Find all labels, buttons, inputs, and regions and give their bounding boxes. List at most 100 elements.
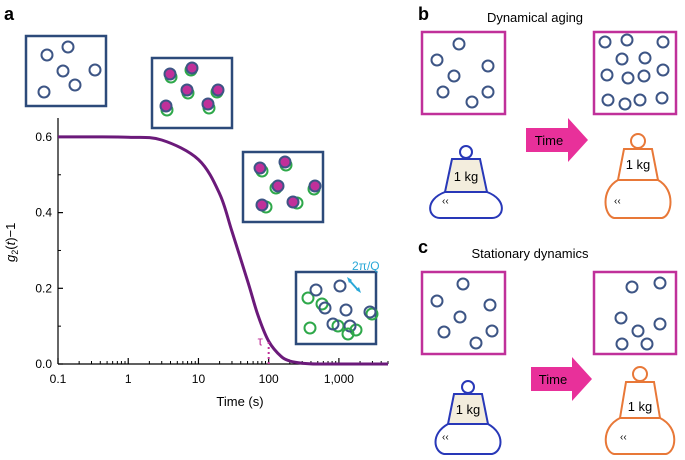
weight-label: 1 kg (456, 402, 481, 417)
particle (485, 324, 499, 338)
particle (618, 97, 632, 111)
particle (598, 35, 612, 49)
weight-ring-icon (630, 133, 646, 149)
particle (614, 311, 628, 325)
weight-before-c: ‹‹ 1 kg (434, 380, 502, 455)
time-arrow-c: Time (531, 357, 592, 401)
particle-pairs (159, 61, 225, 117)
particle (159, 99, 173, 113)
inset-box-3 (241, 150, 325, 224)
weight-mark-icon: ‹‹ (614, 196, 621, 207)
x-tick-label: 1 (125, 372, 132, 386)
y-label-g: g (3, 254, 18, 262)
particle (437, 325, 451, 339)
particle (163, 67, 177, 81)
particle (185, 61, 199, 75)
weight-base-icon (434, 423, 502, 455)
y-label-sub: 2 (10, 250, 20, 255)
weight-label: 1 kg (628, 399, 653, 414)
particle (318, 301, 332, 315)
displaced-particle (365, 307, 379, 321)
time-arrow-label: Time (535, 133, 563, 148)
particle (286, 195, 300, 209)
y-tick-label: 0.2 (35, 281, 52, 295)
panel-b-label: b (418, 4, 429, 24)
aging-box-after (592, 30, 678, 116)
weight-mark-icon: ‹‹ (442, 196, 449, 207)
particle (326, 317, 340, 331)
particle (452, 37, 466, 51)
relaxation-curve (58, 135, 389, 366)
panel-a-label: a (4, 4, 15, 24)
arrowhead-icon (347, 277, 352, 283)
y-tick-label: 0.0 (35, 357, 52, 371)
particle (653, 276, 667, 290)
particle (56, 64, 70, 78)
particle-pairs (301, 279, 379, 341)
y-axis-label: g2(t)−1 (3, 223, 20, 262)
particle (88, 63, 102, 77)
particle (308, 179, 322, 193)
weight-base-icon (604, 417, 676, 455)
x-axis-label: Time (s) (216, 394, 263, 409)
particle (625, 280, 639, 294)
particle (68, 78, 82, 92)
particle (309, 283, 323, 297)
inset-box-2 (150, 56, 234, 130)
weight-ring-icon (461, 380, 475, 394)
time-arrow-icon (526, 118, 588, 162)
particle (481, 59, 495, 73)
panel-c-title: Stationary dynamics (471, 246, 589, 261)
weight-ring-icon (459, 145, 473, 159)
particle (453, 310, 467, 324)
weight-ring-icon (632, 366, 648, 382)
box-frame (420, 270, 507, 356)
particle (469, 336, 483, 350)
box-frame (592, 270, 678, 356)
panel-b-title: Dynamical aging (487, 10, 583, 25)
time-arrow-b: Time (526, 118, 588, 162)
particle (363, 305, 377, 319)
time-arrow-icon (531, 357, 592, 401)
tau-label: τ (258, 333, 264, 348)
particle (447, 69, 461, 83)
arrowhead-icon (356, 287, 361, 293)
particle (456, 277, 470, 291)
x-tick-label: 0.1 (50, 372, 67, 386)
weight-after-c: ‹‹ 1 kg (604, 366, 676, 455)
particle (61, 40, 75, 54)
particle (637, 69, 651, 83)
particle (483, 298, 497, 312)
particle (656, 63, 670, 77)
aging-box-before (420, 30, 507, 116)
particle (640, 337, 654, 351)
y-label-t: t (3, 240, 18, 245)
particle (430, 294, 444, 308)
displaced-particle (303, 321, 317, 335)
particle (638, 51, 652, 65)
particle (430, 53, 444, 67)
y-ticks: 0.0 0.2 0.4 0.6 (35, 130, 63, 371)
weight-label: 1 kg (626, 157, 651, 172)
inset-frame (24, 34, 108, 108)
particle (655, 91, 669, 105)
particle (620, 33, 634, 47)
particle (271, 179, 285, 193)
particle (615, 337, 629, 351)
weight-after-b: ‹‹ 1 kg (604, 133, 672, 219)
weight-before-b: ‹‹ 1 kg (429, 145, 503, 219)
y-tick-label: 0.6 (35, 130, 52, 144)
x-tick-label: 10 (192, 372, 206, 386)
particle (40, 48, 54, 62)
stationary-box-after (592, 270, 678, 356)
y-label-paren-open: ( (3, 245, 18, 250)
particle (656, 35, 670, 49)
x-tick-label: 100 (259, 372, 279, 386)
panel-c-label: c (418, 237, 428, 257)
weight-label: 1 kg (454, 169, 479, 184)
particle (633, 93, 647, 107)
particle (201, 97, 215, 111)
y-tick-label: 0.4 (35, 206, 52, 220)
